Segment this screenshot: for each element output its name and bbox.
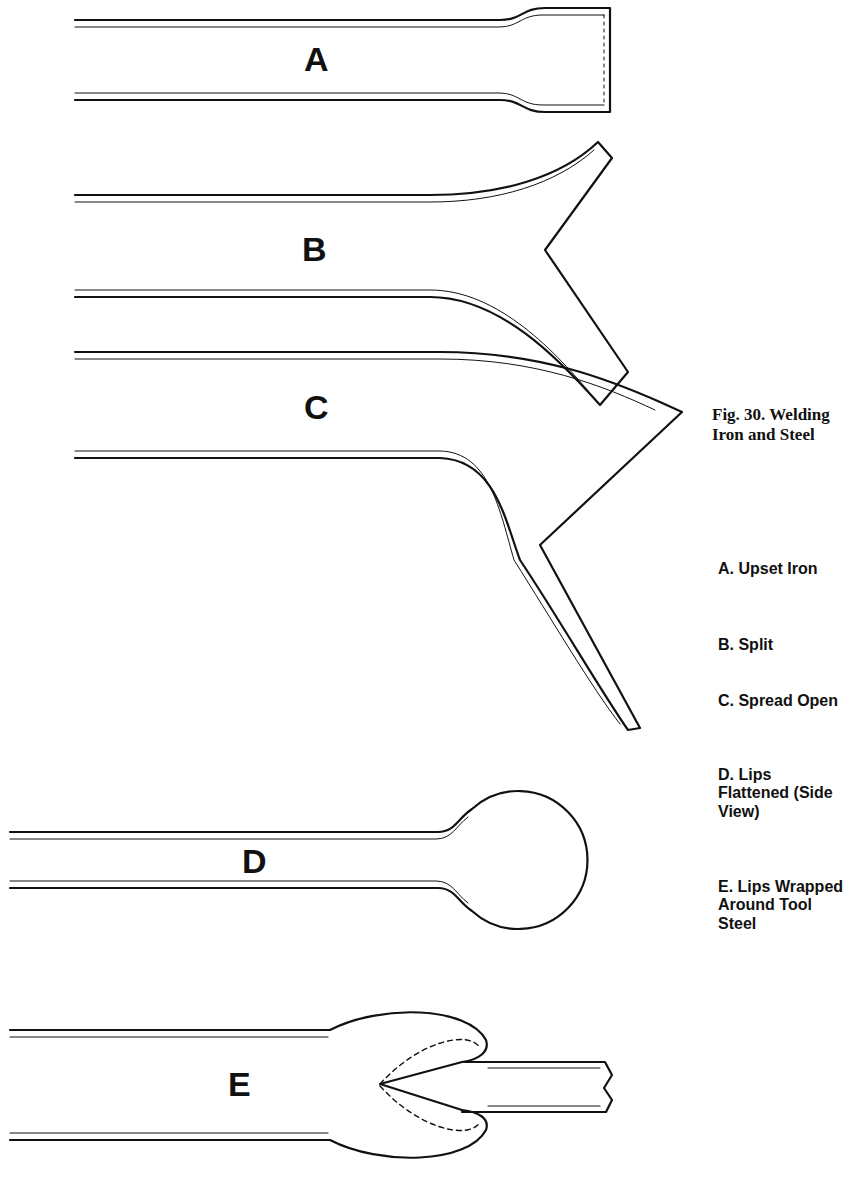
figure-letter: E [226,1067,253,1101]
wrapped-lips-bar [10,1012,612,1157]
part-label: D. Lips Flattened (Side View) [718,766,846,821]
part-label: B. Split [718,636,846,654]
part-label: C. Spread Open [718,692,846,710]
part-label: A. Upset Iron [718,560,846,578]
spread-bar [75,352,682,730]
figure-letter: B [300,232,329,266]
upset-iron-bar [75,8,610,112]
figure-letter: C [302,390,331,424]
figure-letter: A [302,42,331,76]
figure-letter: D [240,844,269,878]
part-label: E. Lips Wrapped Around Tool Steel [718,878,846,933]
flattened-lips-bar [10,791,587,929]
figure-caption: Fig. 30. Welding Iron and Steel [712,405,837,446]
split-bar [75,142,628,405]
